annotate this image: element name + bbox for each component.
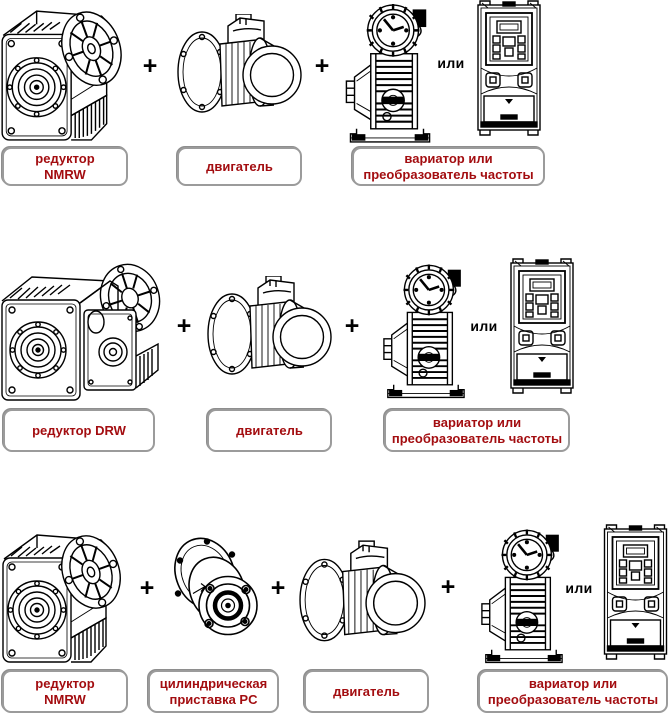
variator-drawing — [342, 2, 434, 144]
cylindrical-attachment-pc-drawing — [171, 531, 265, 652]
plus-connector: + — [139, 574, 155, 602]
label-dvigatel: двигатель — [207, 409, 332, 452]
label-line: двигатель — [333, 683, 400, 699]
label-line: двигатель — [236, 422, 303, 438]
label-line: преобразователь частоты — [391, 430, 563, 446]
label-cilindricheskaya-pristavka-pc: цилиндрическая приставка PC — [148, 670, 279, 713]
plus-connector: + — [142, 52, 158, 80]
plus-connector: + — [176, 312, 192, 340]
variator-drawing — [380, 260, 468, 402]
label-dvigatel: двигатель — [304, 670, 429, 713]
or-connector: или — [437, 55, 465, 71]
label-variator-ili-preobrazovatel: вариатор или преобразователь частоты — [478, 670, 668, 713]
label-reduktor-nmrw: редуктор NMRW — [2, 670, 128, 713]
label-line: преобразователь частоты — [363, 166, 534, 182]
label-line: приставка PC — [169, 691, 258, 707]
label-variator-ili-preobrazovatel: вариатор или преобразователь частоты — [352, 147, 545, 186]
label-line: вариатор или — [404, 151, 493, 166]
or-connector: или — [565, 580, 593, 596]
frequency-converter-drawing — [476, 0, 542, 136]
plus-connector: + — [440, 573, 456, 601]
label-line: NMRW — [44, 691, 86, 707]
label-line: вариатор или — [528, 676, 618, 691]
label-line: цилиндрическая — [159, 676, 268, 691]
label-line: NMRW — [44, 166, 86, 182]
plus-connector: + — [314, 52, 330, 80]
motor-drawing — [298, 540, 426, 654]
motor-drawing — [176, 14, 302, 124]
frequency-converter-drawing — [509, 256, 575, 396]
variator-drawing — [478, 526, 566, 666]
nmrw-gearbox-drawing — [0, 526, 122, 664]
label-line: редуктор — [35, 151, 95, 166]
or-connector: или — [470, 318, 498, 334]
label-line: вариатор или — [432, 415, 522, 430]
label-line: преобразователь частоты — [487, 691, 659, 707]
label-line: редуктор — [35, 676, 95, 691]
label-dvigatel: двигатель — [177, 147, 302, 186]
plus-connector: + — [344, 312, 360, 340]
drw-gearbox-drawing — [0, 256, 164, 404]
frequency-converter-drawing — [602, 524, 669, 660]
label-reduktor-nmrw: редуктор NMRW — [2, 147, 128, 186]
label-variator-ili-preobrazovatel: вариатор или преобразователь частоты — [384, 409, 570, 452]
label-line: редуктор DRW — [32, 422, 126, 438]
plus-connector: + — [270, 574, 286, 602]
label-line: двигатель — [206, 158, 273, 174]
nmrw-gearbox-drawing — [0, 2, 122, 142]
motor-drawing — [206, 276, 332, 386]
label-reduktor-drw: редуктор DRW — [3, 409, 155, 452]
